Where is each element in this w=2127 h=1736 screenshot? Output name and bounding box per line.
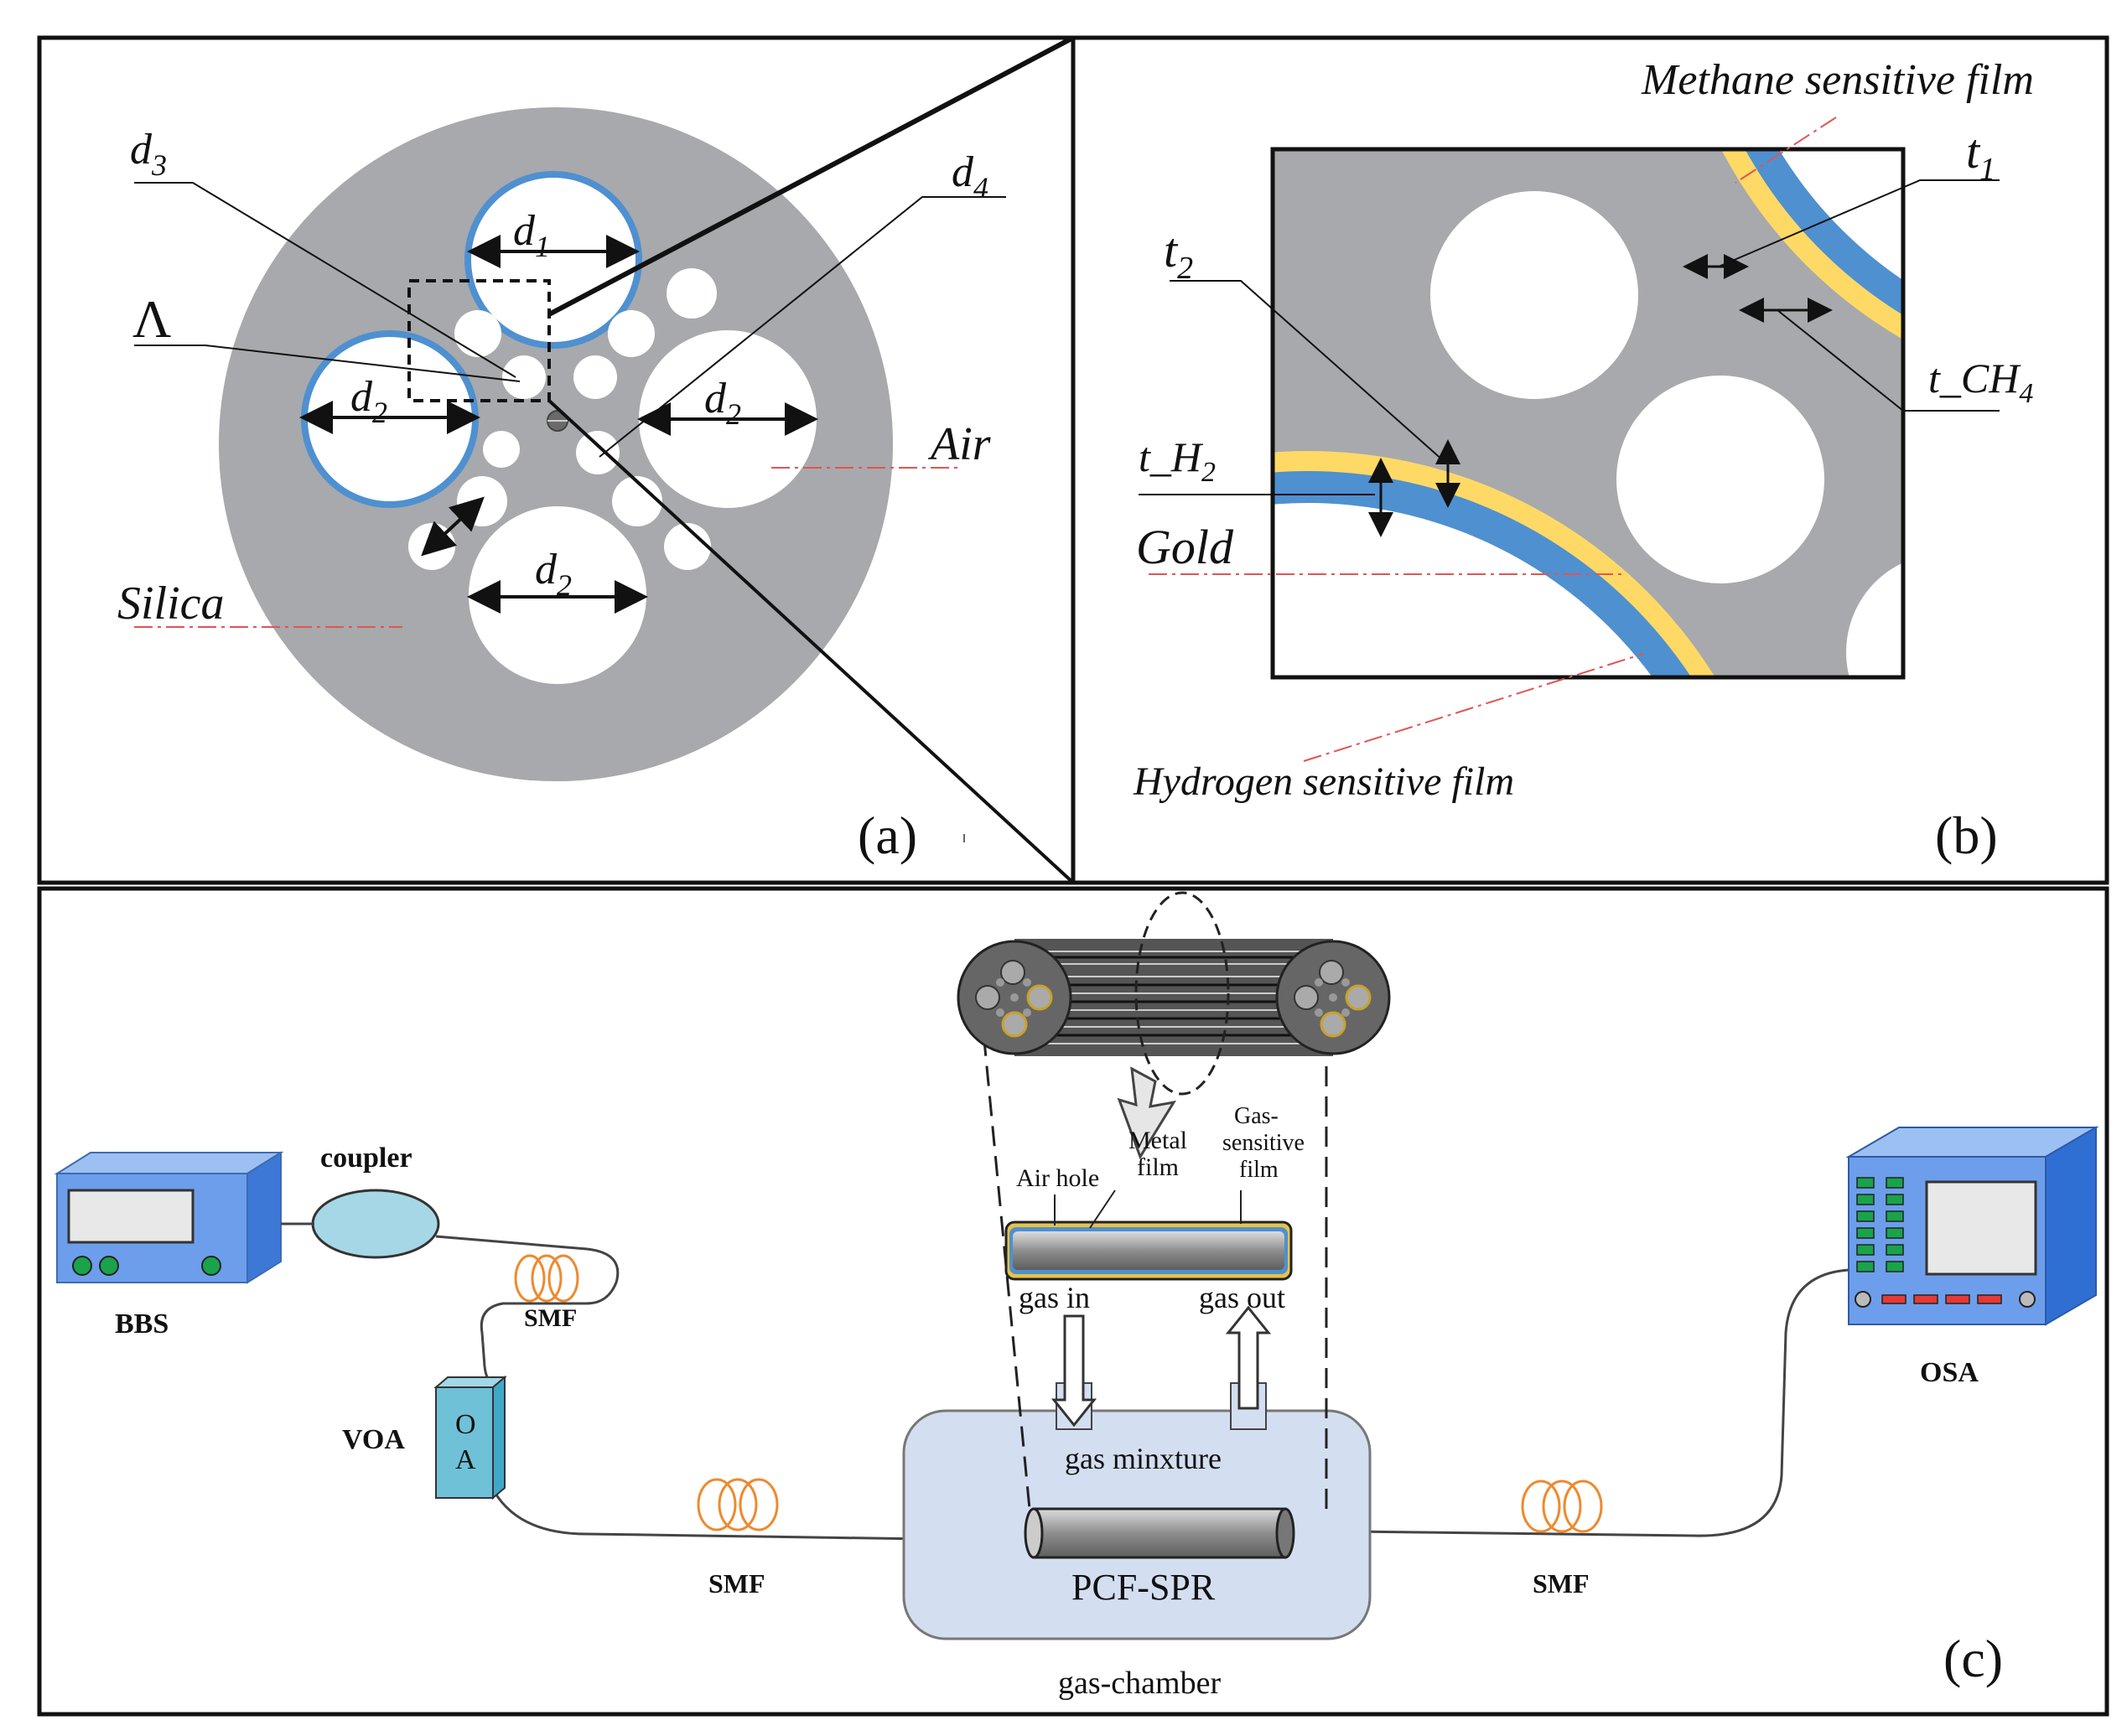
label-gas-mixture: gas minxture bbox=[1065, 1442, 1222, 1475]
pcf-3d-view bbox=[957, 891, 1391, 1160]
smf-coil-right bbox=[1521, 1479, 1603, 1533]
hole-d1 bbox=[471, 178, 636, 342]
label-pcf-spr: PCF-SPR bbox=[1071, 1567, 1216, 1608]
label-t-ch4: t_CH bbox=[1928, 355, 2021, 402]
label-methane-film: Methane sensitive film bbox=[1641, 56, 2034, 104]
label-d2-right-sub: 2 bbox=[726, 397, 741, 431]
osa-device bbox=[1845, 1126, 2099, 1326]
label-smf-right: SMF bbox=[1533, 1568, 1590, 1599]
gas-in-arrow bbox=[1051, 1314, 1097, 1428]
panel-c-frame bbox=[37, 886, 2109, 1717]
label-gas-film-2: sensitive bbox=[1222, 1130, 1305, 1156]
label-voa-o: O bbox=[455, 1409, 476, 1440]
gas-out-arrow bbox=[1225, 1305, 1272, 1410]
fiber-lines bbox=[281, 1222, 1865, 1542]
svg-text:d2: d2 bbox=[704, 375, 741, 431]
label-gold: Gold bbox=[1136, 520, 1234, 574]
label-lambda: Λ bbox=[132, 289, 171, 349]
label-t2: t bbox=[1164, 223, 1179, 277]
label-smf-upper: SMF bbox=[524, 1304, 577, 1332]
small-air-holes bbox=[408, 268, 717, 570]
svg-text:t1: t1 bbox=[1966, 124, 1995, 187]
label-t1: t bbox=[1966, 124, 1981, 179]
label-gas-film-3: film bbox=[1239, 1157, 1279, 1183]
label-d1: d bbox=[513, 207, 536, 255]
svg-text:t_H2: t_H2 bbox=[1139, 433, 1216, 488]
label-t-h2-sub: 2 bbox=[1201, 457, 1216, 488]
pcf-tube-detail bbox=[1004, 1189, 1293, 1281]
panel-b-tag: (b) bbox=[1935, 806, 1998, 865]
svg-text:d2: d2 bbox=[350, 373, 387, 429]
label-d2-right: d bbox=[704, 375, 727, 422]
coupler bbox=[311, 1189, 440, 1259]
panel-b-frame bbox=[1071, 35, 2109, 885]
label-d3: d bbox=[130, 126, 153, 174]
label-hydrogen-film: Hydrogen sensitive film bbox=[1133, 759, 1514, 804]
label-air: Air bbox=[927, 418, 991, 470]
label-d4-sub: 4 bbox=[973, 171, 988, 205]
fiber-cladding bbox=[219, 107, 893, 781]
bbs-device bbox=[54, 1151, 284, 1284]
label-gas-chamber: gas-chamber bbox=[1058, 1666, 1221, 1701]
label-voa-a: A bbox=[455, 1444, 476, 1475]
svg-text:d3: d3 bbox=[130, 126, 167, 182]
svg-text:d1: d1 bbox=[513, 207, 550, 263]
label-silica: Silica bbox=[117, 578, 225, 630]
label-smf-left: SMF bbox=[708, 1568, 765, 1599]
svg-text:d2: d2 bbox=[535, 546, 572, 602]
pcf-spr-cylinder bbox=[1032, 1507, 1287, 1559]
label-t-h2: t_H bbox=[1139, 433, 1204, 480]
zoom-view bbox=[1273, 149, 1903, 677]
label-gas-film-1: Gas- bbox=[1234, 1103, 1279, 1129]
panel-a-tag: (a) bbox=[858, 806, 917, 865]
label-osa: OSA bbox=[1920, 1357, 1979, 1388]
label-d4: d bbox=[952, 148, 974, 196]
panel-a: d1 d2 d2 d2 d3 d4 Λ Air Silica (a) bbox=[37, 35, 1076, 885]
label-d2-bottom: d bbox=[535, 546, 558, 593]
label-t1-sub: 1 bbox=[1979, 152, 1995, 187]
label-d2-left: d bbox=[350, 373, 373, 421]
label-d1-sub: 1 bbox=[535, 230, 550, 263]
panel-c-tag: (c) bbox=[1943, 1629, 2003, 1688]
svg-text:t2: t2 bbox=[1164, 223, 1193, 286]
label-coupler: coupler bbox=[320, 1143, 412, 1174]
label-voa: VOA bbox=[342, 1424, 405, 1455]
label-air-hole: Air hole bbox=[1016, 1164, 1099, 1192]
label-metal-film-2: film bbox=[1137, 1153, 1179, 1181]
zoom-box bbox=[407, 279, 551, 402]
label-gas-in: gas in bbox=[1019, 1281, 1090, 1314]
svg-text:t_CH4: t_CH4 bbox=[1928, 355, 2033, 409]
label-t2-sub: 2 bbox=[1177, 251, 1193, 286]
label-metal-film-1: Metal bbox=[1128, 1127, 1187, 1154]
label-d2-bottom-sub: 2 bbox=[557, 568, 572, 602]
label-gas-out: gas out bbox=[1199, 1281, 1285, 1314]
label-bbs: BBS bbox=[115, 1308, 169, 1340]
label-d2-left-sub: 2 bbox=[372, 396, 387, 429]
label-t-ch4-sub: 4 bbox=[2019, 378, 2033, 409]
panel-c: BBS coupler SMF O A VOA bbox=[37, 886, 2109, 1717]
voa-device bbox=[433, 1375, 507, 1500]
smf-coil-left bbox=[697, 1478, 779, 1531]
panel-b: Methane sensitive film t1 t_CH4 t2 t_H2 … bbox=[1071, 35, 2109, 885]
svg-text:d4: d4 bbox=[952, 148, 988, 205]
label-d3-sub: 3 bbox=[151, 148, 167, 182]
smf-coil-upper bbox=[514, 1254, 579, 1303]
